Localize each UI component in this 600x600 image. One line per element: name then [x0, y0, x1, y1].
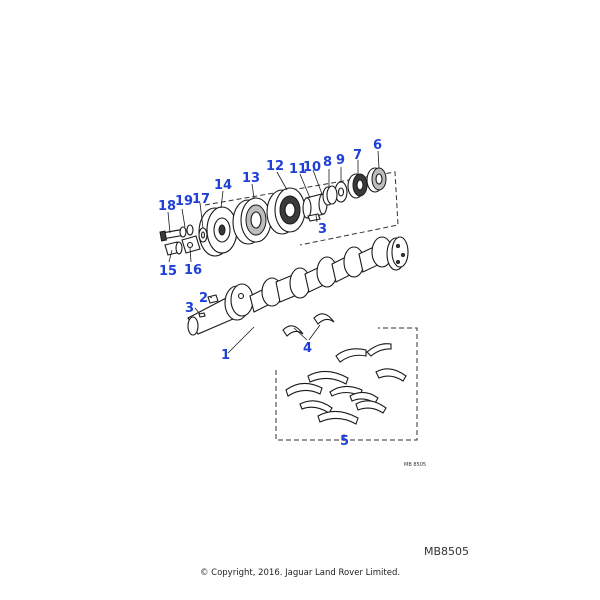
callout-17: 17 [192, 192, 210, 207]
reference-code: MB8505 [424, 545, 470, 558]
callout-1: 1 [221, 348, 230, 363]
crank-pulley [198, 206, 238, 257]
callout-12: 12 [266, 159, 284, 174]
crank-gear [347, 173, 368, 199]
callout-4: 4 [303, 341, 312, 356]
timing-pulley [266, 187, 306, 235]
callout-8: 8 [323, 155, 332, 170]
woodruff-key-2 [207, 294, 219, 304]
pulley-bolt [159, 228, 186, 242]
callout-6: 6 [373, 138, 382, 153]
washer-17 [198, 227, 208, 243]
callout-2: 2 [199, 291, 208, 306]
spacer-collar [302, 193, 328, 219]
callout-5: 5 [340, 434, 349, 449]
callout-15: 15 [159, 264, 177, 279]
crankshaft [187, 236, 409, 336]
bearing-shells [285, 343, 407, 425]
callout-16: 16 [184, 263, 202, 278]
key-3-lower [198, 312, 206, 318]
bush-15 [164, 241, 183, 256]
small-reference-code: MB 8505 [404, 462, 426, 468]
spacer-8 [322, 185, 338, 206]
leader-lines [167, 150, 380, 441]
callout-9: 9 [336, 153, 345, 168]
callout-10: 10 [303, 160, 321, 175]
thrust-washers [282, 313, 335, 337]
bearing-group-box [275, 327, 418, 441]
callout-18: 18 [158, 199, 176, 214]
callout-labels: 1 2 3 3 4 5 6 7 8 9 10 11 12 13 14 15 16… [158, 138, 382, 449]
copyright-notice: © Copyright, 2016. Jaguar Land Rover Lim… [199, 568, 401, 578]
pulley-group-box [204, 171, 399, 246]
callout-14: 14 [214, 178, 232, 193]
callout-19: 19 [175, 194, 193, 209]
callout-11: 11 [289, 162, 307, 177]
callout-3-upper: 3 [318, 222, 327, 237]
sprocket [366, 167, 387, 193]
damper-pulley [232, 197, 272, 245]
callout-3-lower: 3 [185, 301, 194, 316]
callout-13: 13 [242, 171, 260, 186]
callout-7: 7 [353, 148, 362, 163]
washer-19 [179, 224, 194, 238]
plate-16 [181, 235, 201, 254]
